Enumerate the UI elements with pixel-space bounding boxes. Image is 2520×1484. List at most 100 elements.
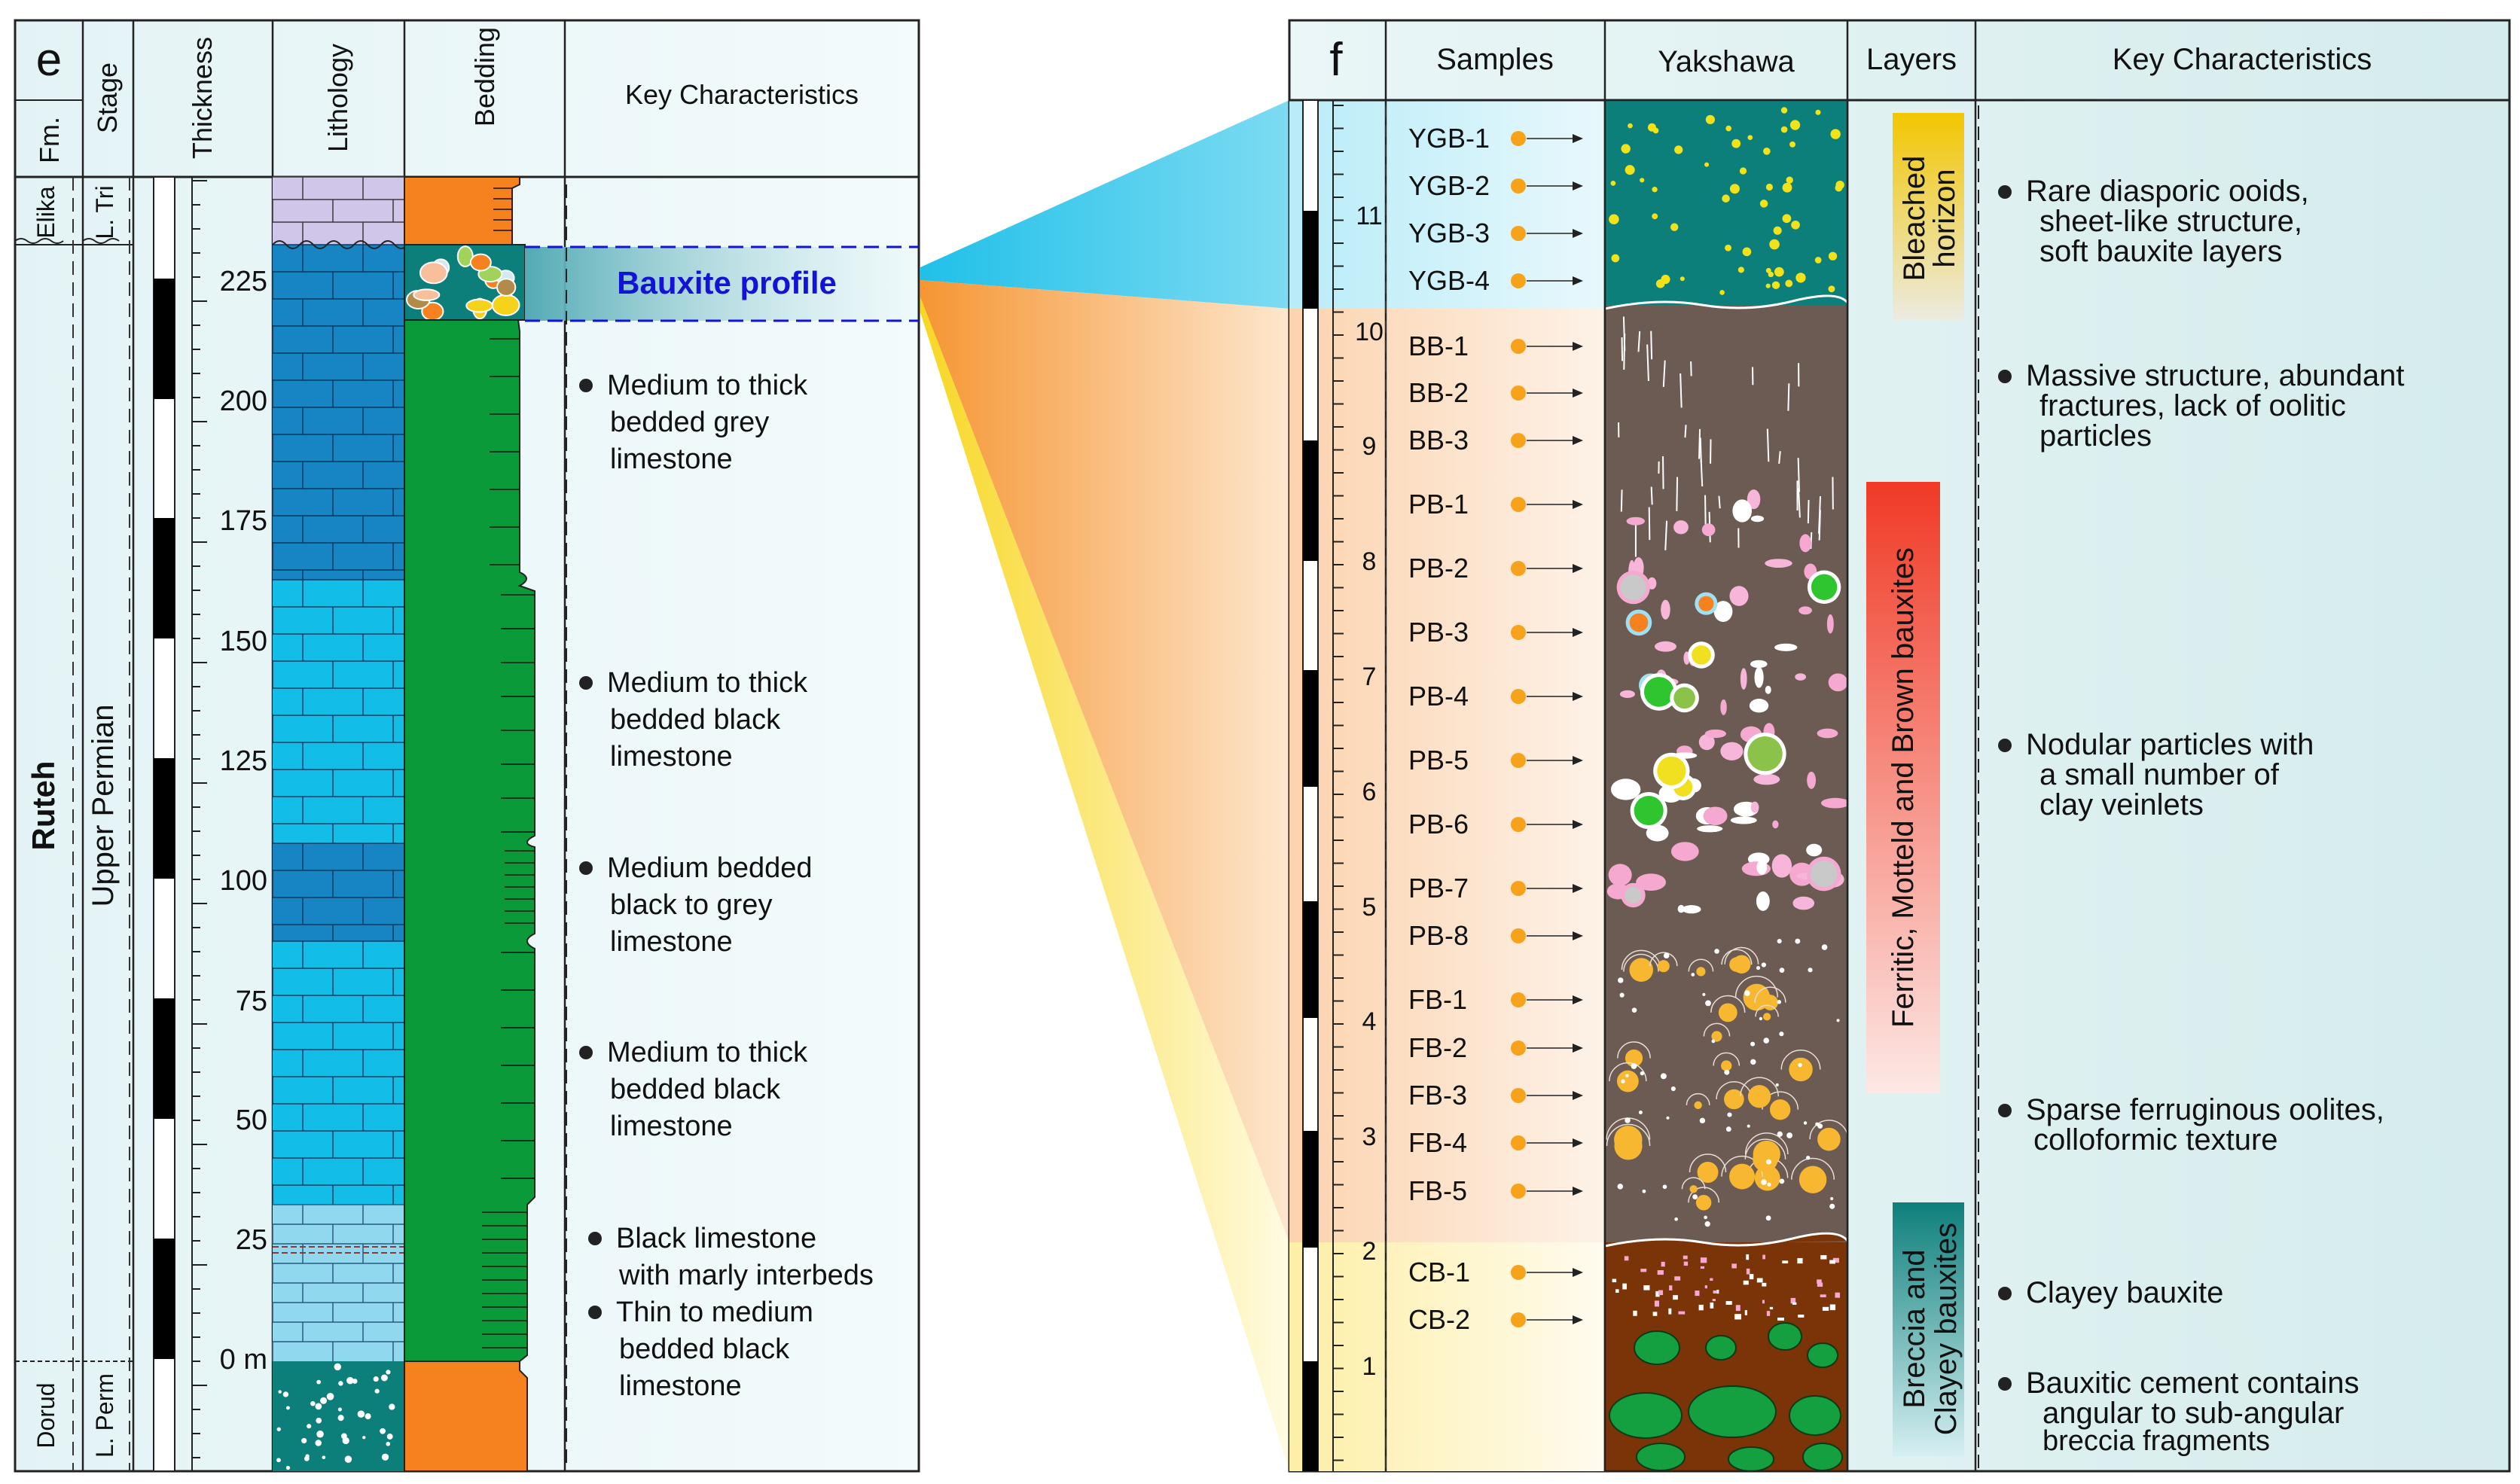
tick-label-2: 2 bbox=[1362, 1237, 1377, 1266]
sample-pb-6: PB-6 bbox=[1408, 809, 1583, 840]
arrow-head bbox=[1573, 276, 1583, 285]
char-e-3-line-3: limestone bbox=[610, 926, 733, 958]
arrow-head bbox=[1573, 229, 1583, 238]
sample-label: FB-4 bbox=[1408, 1127, 1467, 1158]
sample-list: YGB-1YGB-2YGB-3YGB-4BB-1BB-2BB-3PB-1PB-2… bbox=[1408, 123, 1583, 1335]
sample-label: BB-1 bbox=[1408, 331, 1469, 361]
grain-dot bbox=[316, 1430, 324, 1438]
char-f-4-line-2: colloformic texture bbox=[2033, 1123, 2278, 1156]
char-e-1-line-3: limestone bbox=[610, 443, 733, 475]
header-stage: Stage bbox=[92, 62, 123, 133]
char-f-3-line-2: a small number of bbox=[2039, 758, 2280, 791]
sample-dot bbox=[1511, 273, 1526, 288]
tick-label-25: 25 bbox=[236, 1224, 267, 1256]
sample-fb-1: FB-1 bbox=[1408, 984, 1583, 1015]
char-e-5-line-1: Black limestone bbox=[616, 1223, 816, 1254]
char-f-6-line-1: Bauxitic cement contains bbox=[2026, 1367, 2359, 1400]
header-samples: Samples bbox=[1436, 43, 1554, 76]
arrow-head bbox=[1573, 820, 1583, 829]
header-fm: Fm. bbox=[34, 117, 65, 163]
sample-label: FB-2 bbox=[1408, 1032, 1467, 1063]
grain-dot bbox=[285, 1465, 291, 1470]
arrow-head bbox=[1573, 1138, 1583, 1147]
stage-l-perm: L. Perm bbox=[91, 1373, 118, 1458]
grain-dot bbox=[380, 1374, 388, 1382]
sample-dot bbox=[1511, 625, 1526, 640]
sample-cb-2: CB-2 bbox=[1408, 1304, 1583, 1335]
layer-breccia-line-1: Breccia and bbox=[1898, 1249, 1931, 1408]
grain-dot bbox=[320, 1397, 328, 1404]
sample-bb-2: BB-2 bbox=[1408, 377, 1583, 408]
connection-fans bbox=[920, 100, 1289, 1471]
arrow-head bbox=[1573, 1315, 1583, 1324]
sample-label: YGB-1 bbox=[1408, 123, 1490, 154]
bedding-column bbox=[404, 176, 535, 1472]
grain-dot bbox=[282, 1391, 289, 1397]
grain-dot bbox=[285, 1406, 290, 1410]
sample-pb-8: PB-8 bbox=[1408, 920, 1583, 951]
char-f-2-line-2: fractures, lack of oolitic bbox=[2039, 389, 2346, 422]
header-layers: Layers bbox=[1866, 43, 1957, 76]
sample-dot bbox=[1511, 131, 1526, 146]
grain-dot bbox=[365, 1413, 371, 1420]
sample-label: PB-4 bbox=[1408, 681, 1469, 712]
header-bedding: Bedding bbox=[469, 27, 500, 126]
sample-label: FB-3 bbox=[1408, 1080, 1467, 1111]
grain-dot bbox=[334, 1363, 342, 1371]
tick-label-175: 175 bbox=[220, 505, 267, 537]
thickness-tick-labels: 225 200 175 150 125 100 75 50 25 0 m bbox=[220, 266, 267, 1376]
sample-pb-3: PB-3 bbox=[1408, 617, 1583, 648]
tick-label-4: 4 bbox=[1362, 1007, 1377, 1036]
grain-dot bbox=[381, 1453, 389, 1461]
sample-dot bbox=[1511, 1265, 1526, 1280]
sample-dot bbox=[1511, 1135, 1526, 1150]
sample-label: PB-5 bbox=[1408, 745, 1469, 776]
grain-dot bbox=[386, 1370, 391, 1375]
sample-fb-5: FB-5 bbox=[1408, 1175, 1583, 1206]
grain-dot bbox=[389, 1403, 395, 1410]
char-f-6-line-3: breccia fragments bbox=[2043, 1425, 2270, 1457]
sample-bb-3: BB-3 bbox=[1408, 425, 1583, 456]
tick-label-6: 6 bbox=[1362, 778, 1377, 806]
thickness-scale-bar bbox=[153, 176, 207, 1472]
sample-label: YGB-4 bbox=[1408, 265, 1490, 296]
char-e-1-line-2: bedded grey bbox=[610, 407, 769, 438]
char-e-2-line-1: Medium to thick bbox=[607, 667, 808, 699]
layer-breccia-line-2: Clayey bauxites bbox=[1930, 1223, 1963, 1435]
tick-label-0: 0 m bbox=[220, 1344, 267, 1376]
sample-pb-1: PB-1 bbox=[1408, 489, 1583, 520]
sample-pb-2: PB-2 bbox=[1408, 553, 1583, 584]
arrow-head bbox=[1573, 1268, 1583, 1277]
layer-bleached-line-2: horizon bbox=[1928, 169, 1961, 267]
grain-dot bbox=[310, 1400, 316, 1406]
sample-ygb-2: YGB-2 bbox=[1408, 170, 1583, 201]
grain-dot bbox=[305, 1454, 310, 1458]
sample-dot bbox=[1511, 1312, 1526, 1327]
char-f-3-line-3: clay veinlets bbox=[2039, 788, 2204, 821]
grain-dot bbox=[315, 1403, 322, 1410]
grain-dot bbox=[316, 1379, 322, 1385]
char-f-4-line-1: Sparse ferruginous oolites, bbox=[2026, 1093, 2384, 1126]
grain-dot bbox=[362, 1436, 366, 1440]
char-e-6-line-1: Thin to medium bbox=[616, 1297, 813, 1328]
char-f-2-line-1: Massive structure, abundant bbox=[2026, 359, 2404, 392]
char-f-6-line-2: angular to sub-angular bbox=[2043, 1397, 2344, 1430]
sample-pb-7: PB-7 bbox=[1408, 873, 1583, 904]
grain-dot bbox=[326, 1392, 334, 1400]
sample-pb-4: PB-4 bbox=[1408, 681, 1583, 712]
char-f-2-line-3: particles bbox=[2039, 419, 2152, 453]
grain-dot bbox=[338, 1381, 343, 1386]
meter-tick-labels: 11 10 9 8 7 6 5 4 3 2 1 bbox=[1355, 202, 1384, 1381]
sample-dot bbox=[1511, 1184, 1526, 1199]
tick-label-9: 9 bbox=[1362, 432, 1377, 461]
panel-f-letter: f bbox=[1329, 34, 1343, 86]
arrow-head bbox=[1573, 134, 1583, 143]
panel-e-letter: e bbox=[36, 34, 62, 86]
char-e-6-line-3: limestone bbox=[619, 1370, 742, 1402]
sample-label: FB-1 bbox=[1408, 984, 1467, 1015]
sample-label: PB-2 bbox=[1408, 553, 1469, 584]
sample-label: PB-7 bbox=[1408, 873, 1469, 904]
sample-bb-1: BB-1 bbox=[1408, 331, 1583, 361]
tick-label-7: 7 bbox=[1362, 663, 1377, 691]
sample-dot bbox=[1511, 385, 1526, 401]
